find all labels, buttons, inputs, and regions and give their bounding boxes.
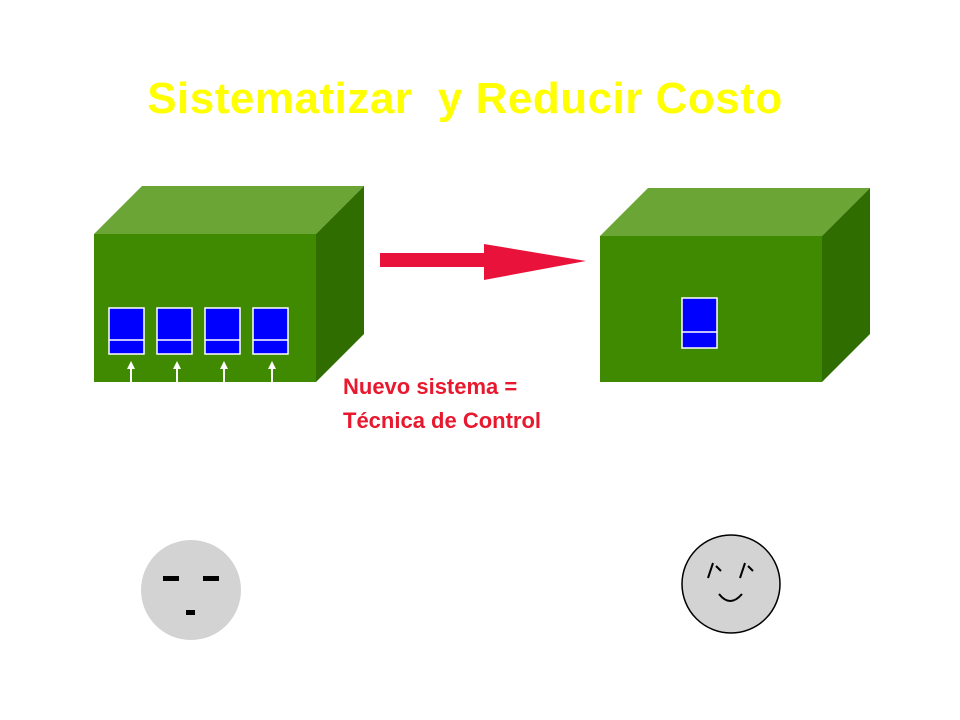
input-arrow-2 [173,361,181,382]
left-box-side [316,186,364,382]
input-arrow-4 [268,361,276,382]
transition-arrow [380,244,586,280]
caption: Nuevo sistema = Técnica de Control [343,370,541,438]
module-1 [108,307,145,355]
module-3 [204,307,241,355]
input-arrow-3 [220,361,228,382]
left-box-top [94,186,364,234]
caption-line-2: Técnica de Control [343,408,542,433]
right-system-box [600,188,870,382]
module-4 [252,307,289,355]
right-box-module [681,297,718,349]
input-arrow-1 [127,361,135,382]
caption-line-1: Nuevo sistema = [343,374,518,399]
left-box-input-arrows [127,361,276,382]
slide-title: Sistematizar y Reducir Costo [147,74,783,123]
left-system-box [94,186,364,382]
module-2 [156,307,193,355]
right-box-side [822,188,870,382]
left-box-modules [108,307,289,355]
neutral-face-icon [141,540,241,640]
happy-face-icon [681,534,781,634]
right-box-top [600,188,870,236]
